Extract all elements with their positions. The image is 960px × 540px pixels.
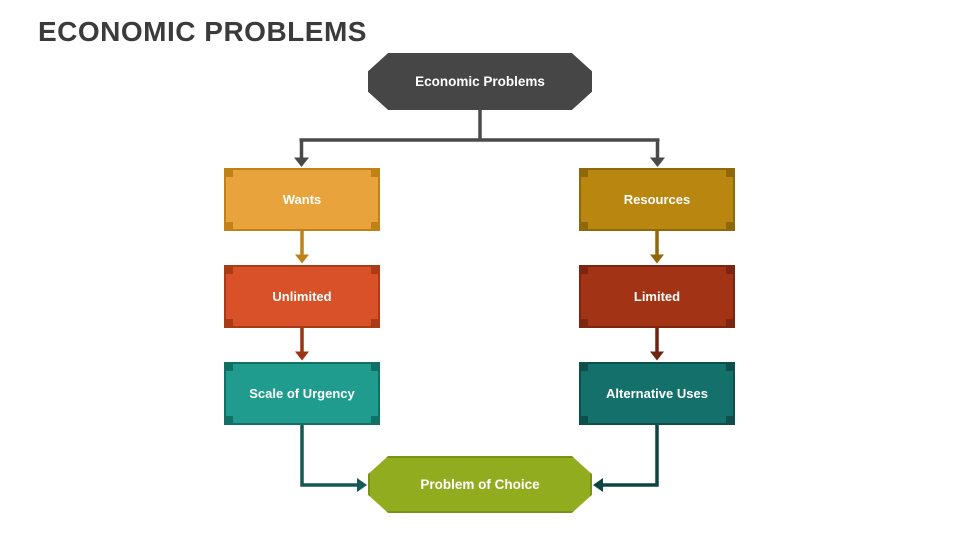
corner-notch (371, 416, 380, 425)
connector-scale-choice (300, 425, 367, 492)
node-economic-problems: Economic Problems (368, 53, 592, 110)
node-resources: Resources (579, 168, 735, 231)
corner-notch (371, 319, 380, 328)
corner-notch (579, 222, 588, 231)
node-label: Wants (282, 192, 322, 207)
corner-notch (224, 416, 233, 425)
connector-altuses-choice (593, 425, 659, 492)
corner-notch (579, 362, 588, 371)
node-wants: Wants (224, 168, 380, 231)
corner-notch (579, 319, 588, 328)
corner-notch (726, 168, 735, 177)
connector-root-split (294, 110, 665, 167)
node-label: Alternative Uses (606, 386, 708, 401)
corner-notch (224, 319, 233, 328)
page-title: ECONOMIC PROBLEMS (38, 16, 367, 47)
corner-notch (224, 362, 233, 371)
corner-notch (726, 362, 735, 371)
connector-limited-altuses (650, 328, 664, 361)
node-label: Problem of Choice (420, 477, 540, 492)
corner-notch (579, 168, 588, 177)
connector-unlimited-scale (295, 328, 309, 361)
node-scale-of-urgency: Scale of Urgency (224, 362, 380, 425)
node-alternative-uses: Alternative Uses (579, 362, 735, 425)
node-label: Resources (623, 192, 691, 207)
corner-notch (726, 265, 735, 274)
corner-notch (224, 168, 233, 177)
node-label: Limited (633, 289, 681, 304)
node-limited: Limited (579, 265, 735, 328)
corner-notch (224, 222, 233, 231)
connector-resources-limited (650, 231, 664, 264)
corner-notch (579, 416, 588, 425)
corner-notch (371, 168, 380, 177)
corner-notch (224, 265, 233, 274)
connector-wants-unlimited (295, 231, 309, 264)
node-problem-of-choice: Problem of Choice (368, 456, 592, 513)
node-label: Scale of Urgency (249, 386, 355, 401)
corner-notch (726, 416, 735, 425)
corner-notch (726, 222, 735, 231)
corner-notch (579, 265, 588, 274)
node-label: Unlimited (272, 289, 332, 304)
corner-notch (371, 362, 380, 371)
corner-notch (371, 222, 380, 231)
node-unlimited: Unlimited (224, 265, 380, 328)
corner-notch (371, 265, 380, 274)
node-label: Economic Problems (415, 74, 545, 89)
corner-notch (726, 319, 735, 328)
